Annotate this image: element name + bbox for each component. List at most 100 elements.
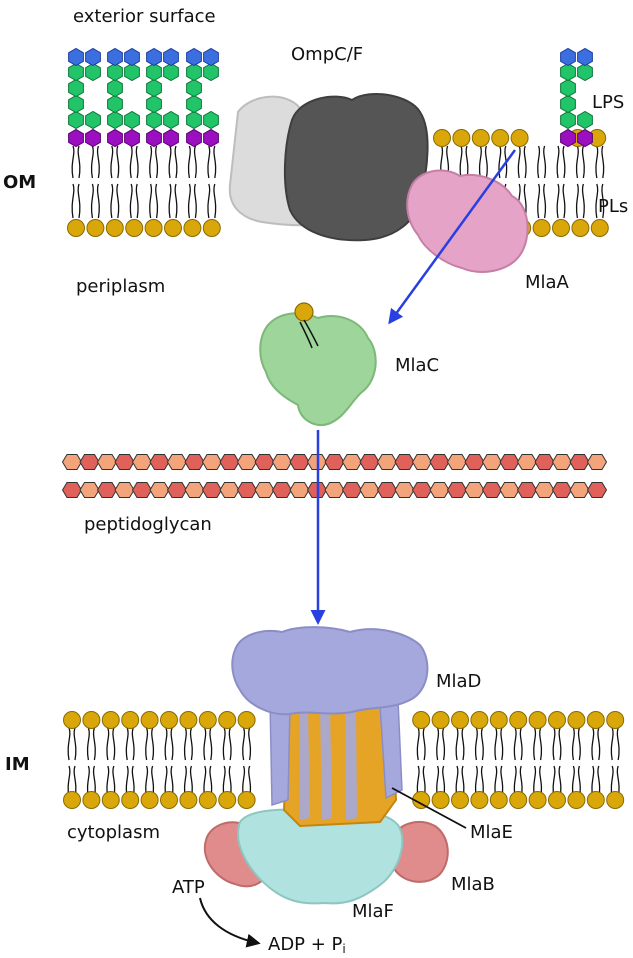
peptidoglycan-unit [481, 482, 503, 498]
lps-sugar [107, 110, 123, 130]
lps-core [163, 128, 179, 148]
peptidoglycan-unit [236, 454, 258, 470]
peptidoglycan-unit [324, 482, 345, 498]
im-inner-headgroup [567, 791, 586, 809]
lps-sugar [68, 62, 84, 82]
peptidoglycan-unit [114, 482, 135, 498]
om-inner-headgroup [86, 219, 105, 237]
im-outer-headgroup [218, 711, 237, 729]
lps-core [146, 128, 162, 148]
peptidoglycan-unit [569, 482, 590, 498]
peptidoglycan-unit [411, 454, 433, 470]
im-outer-headgroup [140, 711, 159, 729]
peptidoglycan-unit [184, 454, 205, 470]
peptidoglycan-unit [271, 454, 293, 470]
lps-sugar [146, 94, 162, 114]
mlae-label: MlaE [470, 822, 513, 843]
im-outer-headgroup [528, 711, 547, 729]
peptidoglycan-unit [481, 454, 503, 470]
im-inner-headgroup [470, 791, 489, 809]
lps-sugar [68, 110, 84, 130]
im-outer-headgroup [121, 711, 140, 729]
mlab-label: MlaB [451, 874, 495, 895]
im-inner-headgroup [489, 791, 508, 809]
lps-sugar [560, 78, 576, 98]
im-inner-headgroup [63, 791, 81, 809]
adp-pi-label: ADP + Pi [268, 934, 346, 956]
transport-arrows [199, 149, 517, 948]
lps-sugar [163, 62, 179, 82]
im-inner-headgroup [431, 791, 450, 809]
peptidoglycan-unit [79, 482, 100, 498]
lps-sugar [85, 110, 101, 130]
peptidoglycan-unit [359, 454, 380, 470]
peptidoglycan-unit [254, 482, 275, 498]
peptidoglycan-unit [376, 454, 398, 470]
om-inner-headgroup [67, 219, 85, 237]
lps-o-antigen [85, 47, 101, 67]
peptidoglycan-unit [96, 454, 118, 470]
lps-core [203, 128, 219, 148]
om-outer-headgroup [433, 129, 451, 147]
lps-sugar [203, 62, 219, 82]
peptidoglycan-unit [96, 482, 118, 498]
om-inner-headgroup [202, 219, 221, 237]
peptidoglycan-unit [131, 482, 153, 498]
lps-sugar [203, 110, 219, 130]
peptidoglycan-unit [534, 482, 555, 498]
lps-sugar [560, 110, 576, 130]
im-outer-headgroup [198, 711, 217, 729]
lps-sugar [124, 110, 140, 130]
im-outer-headgroup [237, 711, 256, 729]
peptidoglycan-unit [219, 482, 240, 498]
mlac-label: MlaC [395, 355, 439, 376]
lps-o-antigen [68, 47, 84, 67]
lps-sugar [68, 78, 84, 98]
im-outer-headgroup [489, 711, 508, 729]
lps-sugar [146, 62, 162, 82]
lps-core [577, 128, 593, 148]
atp-label: ATP [172, 877, 205, 898]
peptidoglycan-unit [271, 482, 293, 498]
im-label: IM [5, 754, 30, 775]
lps-core [107, 128, 123, 148]
peptidoglycan-unit [464, 482, 485, 498]
peptidoglycan-unit [411, 482, 433, 498]
lps-sugar [68, 94, 84, 114]
peptidoglycan-layer [61, 454, 608, 498]
lps-sugar [107, 62, 123, 82]
lps-o-antigen [577, 47, 593, 67]
im-outer-headgroup [548, 711, 566, 729]
im-outer-headgroup [63, 711, 81, 729]
lps-core [124, 128, 140, 148]
peptidoglycan-unit [499, 454, 520, 470]
lps-o-antigen [560, 47, 576, 67]
periplasm-label: periplasm [76, 276, 165, 297]
peptidoglycan-unit [61, 482, 83, 498]
om-outer-headgroup [471, 129, 490, 147]
im-outer-headgroup [160, 711, 178, 729]
peptidoglycan-unit [201, 454, 223, 470]
om-inner-headgroup [164, 219, 182, 237]
om-label: OM [3, 172, 36, 193]
peptidoglycan-unit [254, 454, 275, 470]
lps-sugar [107, 94, 123, 114]
om-inner-headgroup [571, 219, 590, 237]
mlad-label: MlaD [436, 671, 481, 692]
om-inner-headgroup [183, 219, 202, 237]
peptidoglycan-unit [516, 454, 538, 470]
atp-hydrolysis-arrow [199, 897, 261, 948]
peptidoglycan-unit [429, 482, 450, 498]
lps-sugar [163, 110, 179, 130]
im-inner-headgroup [218, 791, 237, 809]
lps-core [68, 128, 84, 148]
im-outer-headgroup [586, 711, 605, 729]
peptidoglycan-unit [359, 482, 380, 498]
lps-sugar [146, 110, 162, 130]
im-outer-headgroup [431, 711, 450, 729]
peptidoglycan-unit [236, 482, 258, 498]
im-inner-headgroup [160, 791, 178, 809]
inner-membrane-headgroups [63, 711, 625, 809]
peptidoglycan-unit [499, 482, 520, 498]
im-outer-headgroup [412, 711, 431, 729]
